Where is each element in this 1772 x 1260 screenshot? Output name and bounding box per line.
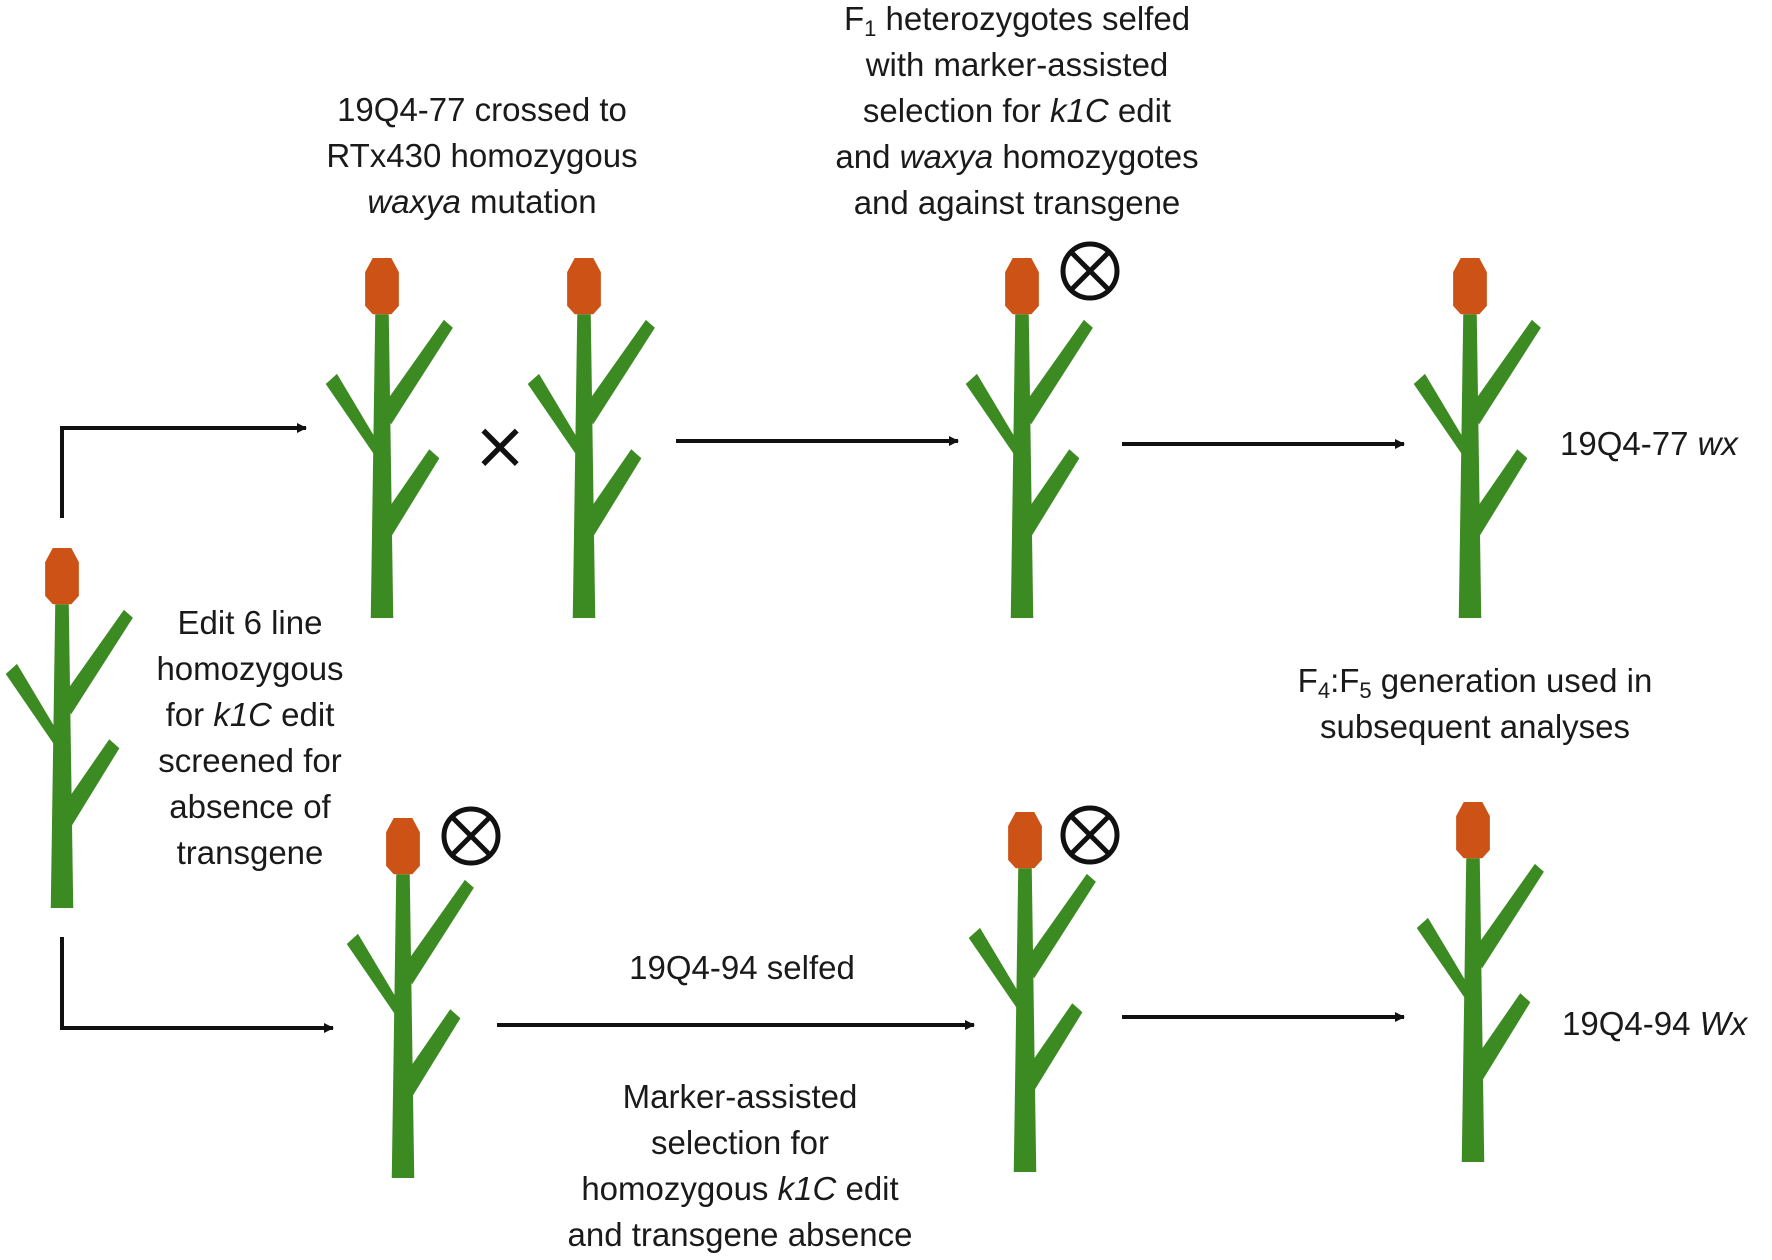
plants-layer (5, 258, 1544, 1178)
label-edit6-line: Edit 6 line homozygous for k1C edit scre… (156, 604, 344, 871)
plant-leaf (1472, 319, 1541, 425)
plant-leaf (1475, 863, 1544, 969)
panicle-head (365, 258, 399, 315)
label-result-19q4-77-wx: 19Q4-77 wx (1560, 425, 1738, 462)
plant-stem (391, 874, 415, 1178)
plant-leaf (405, 879, 474, 985)
panicle-head (1008, 812, 1042, 869)
plant-stem (50, 604, 74, 908)
label-19q4-94-selfed: 19Q4-94 selfed (629, 949, 855, 986)
plant-leaf (586, 319, 655, 425)
plant-stem (370, 314, 394, 618)
label-f4-f5-generation: F4:F5 generation used in subsequent anal… (1297, 662, 1653, 745)
panicle-head (45, 548, 79, 605)
arrow-to-cross (60, 423, 307, 518)
plant-leaf (1024, 449, 1080, 537)
plant-19q4-94-Wx-result (1416, 802, 1544, 1162)
panicle-head (1456, 802, 1490, 859)
plant-leaf (384, 449, 440, 537)
plant-rtx430-parent (527, 258, 655, 618)
label-result-19q4-94-Wx: 19Q4-94 Wx (1562, 1005, 1748, 1042)
plant-leaf (965, 373, 1020, 463)
plant-f1-heterozygote (965, 258, 1093, 618)
plant-leaf (1413, 373, 1468, 463)
flow-connectors (60, 423, 1405, 1033)
panicle-head (1453, 258, 1487, 315)
plant-stem (1461, 858, 1485, 1162)
panicle-head (1005, 258, 1039, 315)
self-pollination-icon (1060, 241, 1120, 301)
plant-leaf (1475, 993, 1531, 1081)
plant-leaf (1024, 319, 1093, 425)
self-pollination-icon (441, 806, 501, 866)
plant-leaf (586, 449, 642, 537)
cross-symbol: × (472, 407, 527, 484)
plant-19q4-94 (346, 818, 474, 1178)
plant-leaf (1472, 449, 1528, 537)
plant-leaf (527, 373, 582, 463)
plant-edit6-line (5, 548, 133, 908)
plant-stem (1013, 868, 1037, 1172)
panicle-head (567, 258, 601, 315)
plant-stem (1010, 314, 1034, 618)
plant-leaf (405, 1009, 461, 1097)
plant-leaf (1027, 1003, 1083, 1091)
plant-19q4-77-wx-result (1413, 258, 1541, 618)
arrow-to-19q4-94 (60, 937, 334, 1033)
plant-leaf (64, 739, 120, 827)
label-f1-selfed: F1 heterozygotes selfed with marker-assi… (835, 0, 1199, 221)
plant-leaf (384, 319, 453, 425)
plant-leaf (1416, 917, 1471, 1007)
self-pollination-icon (1060, 805, 1120, 865)
label-marker-assisted-selection: Marker-assisted selection for homozygous… (567, 1078, 913, 1253)
label-top-cross: 19Q4-77 crossed to RTx430 homozygous wax… (326, 91, 638, 220)
panicle-head (386, 818, 420, 875)
plant-leaf (1027, 873, 1096, 979)
plant-19q4-77-parent (325, 258, 453, 618)
plant-stem (1458, 314, 1482, 618)
plant-leaf (325, 373, 380, 463)
symbols-layer: × (441, 241, 1120, 866)
plant-leaf (5, 663, 60, 753)
plant-leaf (968, 927, 1023, 1017)
plant-leaf (346, 933, 401, 1023)
plant-stem (572, 314, 596, 618)
plant-leaf (64, 609, 133, 715)
plant-19q4-94-selfed (968, 812, 1096, 1172)
